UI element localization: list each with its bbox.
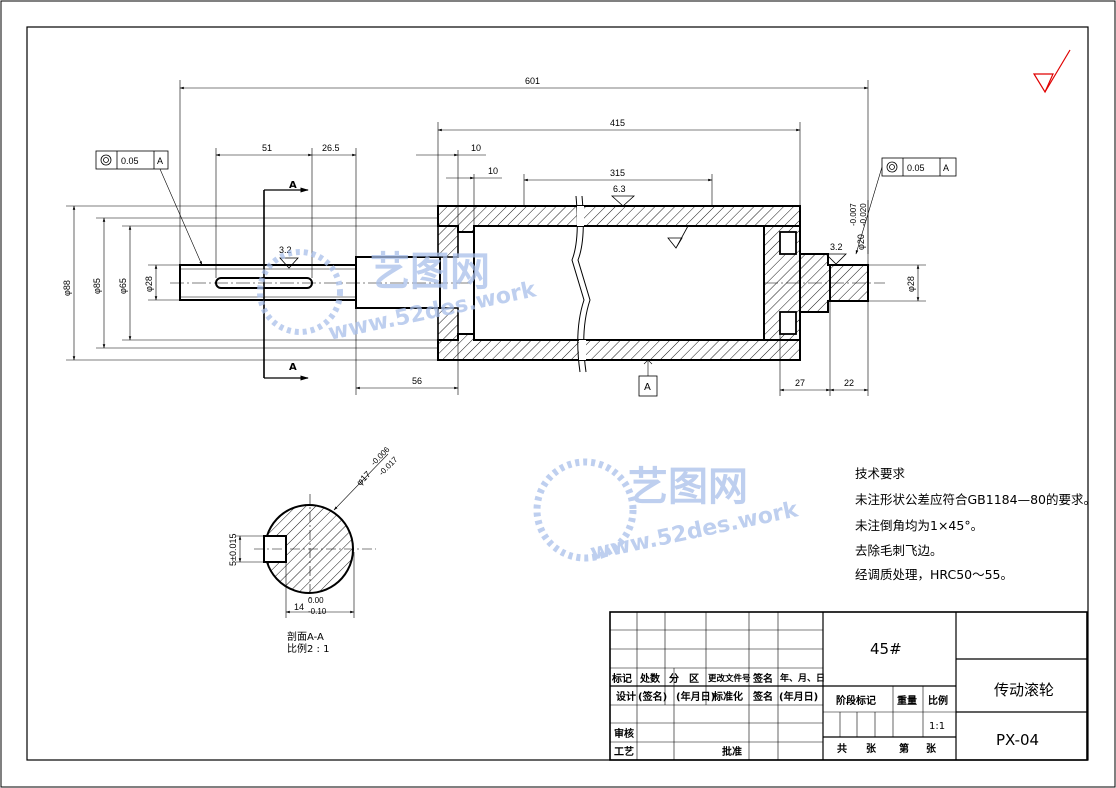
right-shaft-hub [799, 253, 831, 313]
tb-scale-value: 1:1 [929, 721, 945, 732]
roughness-right: 3.2 [825, 242, 847, 265]
tb-stage: 阶段标记 [836, 694, 876, 707]
svg-text:A: A [157, 156, 163, 166]
dim-flange: 27 [795, 378, 805, 388]
dim-keyway: 51 [262, 143, 272, 153]
tb-sheets: 张 [866, 742, 877, 755]
roughness-top: 6.3 [610, 184, 636, 207]
inner-border [26, 26, 1089, 761]
tb-change-doc: 更改文件号 [708, 673, 751, 684]
svg-text:0.05: 0.05 [121, 156, 139, 166]
barrel-cavity [473, 225, 765, 341]
left-shaft-step [355, 256, 441, 309]
general-roughness-mark [1032, 49, 1071, 94]
left-end-wall [437, 225, 459, 258]
main-view [170, 195, 885, 373]
datum-box [638, 375, 658, 397]
section-key-depth: 14 [294, 602, 304, 612]
requirement-2: 未注倒角均为1×45°。 [855, 518, 983, 533]
requirements-title: 技术要求 [855, 466, 906, 481]
section-marker-bottom: A [289, 362, 297, 373]
svg-text:艺图网: 艺图网 [370, 249, 490, 295]
tb-date3: (年月日) [779, 690, 818, 703]
dim-barrel: 415 [610, 118, 625, 128]
right-shaft-end [829, 264, 869, 302]
svg-text:6.3: 6.3 [613, 184, 626, 194]
dim-step-a: 10 [471, 143, 481, 153]
tb-scale: 比例 [928, 694, 948, 707]
datum-label: A [644, 382, 651, 393]
section-dia: φ17 [354, 469, 372, 487]
coaxiality-left: 0.05 A [95, 150, 203, 266]
tb-drawing-no: PX-04 [996, 731, 1039, 749]
section-key-depth-tol-up: 0.00 [308, 596, 324, 605]
svg-text:3.2: 3.2 [830, 242, 843, 252]
section-marker-top: A [289, 180, 297, 191]
dim-dia-65: φ65 [118, 278, 128, 294]
requirement-1: 未注形状公差应符合GB1184—80的要求。 [855, 492, 1096, 507]
tb-sign3: 签名 [752, 690, 773, 703]
tb-material: 45# [870, 640, 902, 658]
tb-review: 审核 [614, 727, 634, 740]
section-key-depth-tol-low: -0.10 [308, 607, 327, 616]
roughness-left: 3.2 [279, 245, 299, 269]
requirement-3: 去除毛刺飞边。 [855, 543, 943, 558]
tb-process: 工艺 [614, 745, 634, 758]
dim-dia-20: φ20 [856, 234, 866, 250]
tb-sheet-unit: 张 [926, 742, 937, 755]
tb-total: 共 [837, 742, 847, 755]
section-scale: 比例2 : 1 [287, 642, 329, 655]
dimensions [66, 80, 926, 396]
dim-dia-85: φ85 [92, 278, 102, 294]
tb-part-name: 传动滚轮 [994, 681, 1054, 699]
dim-inner: 315 [610, 168, 625, 178]
svg-text:艺图网: 艺图网 [628, 464, 748, 510]
section-view [236, 453, 389, 618]
tb-date2: (年月日) [676, 690, 715, 703]
tb-design: 设计 [616, 690, 636, 703]
watermark-2: 艺图网 www.52des.work [533, 458, 802, 566]
tb-sheet-no: 第 [899, 742, 909, 755]
tb-mark: 标记 [611, 672, 632, 685]
tb-weight: 重量 [897, 694, 917, 707]
dim-step-b: 10 [488, 166, 498, 176]
dim-dia-88: φ88 [62, 280, 72, 296]
svg-text:3.2: 3.2 [279, 245, 292, 255]
dim-dia-28-right: φ28 [906, 276, 916, 292]
dim-overall: 601 [525, 76, 540, 86]
svg-text:A: A [943, 163, 949, 173]
dim-keyway-offset: 26.5 [322, 143, 340, 153]
left-shaft-end [179, 264, 357, 301]
tb-approve: 批准 [722, 745, 742, 758]
dim-dia-28-left: φ28 [144, 276, 154, 292]
section-title: 剖面A-A [287, 630, 324, 643]
requirement-4: 经调质处理，HRC50～55。 [855, 567, 1013, 582]
title-block [609, 611, 1088, 761]
dim-dia-20-tol-low: -0.020 [859, 203, 868, 226]
section-key-width: 5±0.015 [228, 534, 238, 566]
tb-sign2: (签名) [638, 690, 667, 703]
dim-end: 22 [844, 378, 854, 388]
dim-shaft: 56 [412, 376, 422, 386]
svg-text:0.05: 0.05 [907, 163, 925, 173]
tb-date: 年、月、日 [780, 672, 825, 684]
tb-count: 处数 [639, 672, 661, 685]
tb-sign: 签名 [752, 672, 773, 685]
tb-zone: 分 区 [669, 672, 699, 685]
coaxiality-right: 0.05 A [855, 157, 957, 255]
tb-standardize: 标准化 [712, 690, 743, 703]
dim-dia-20-tol-up: -0.007 [849, 203, 858, 226]
